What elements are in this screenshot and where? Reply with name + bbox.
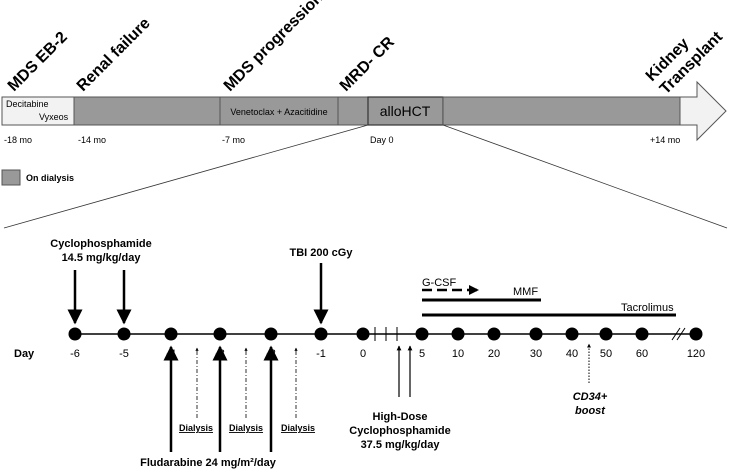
legend: On dialysis xyxy=(1,169,74,186)
day-marker xyxy=(529,327,543,341)
time-label: -18 mo xyxy=(4,135,32,145)
dialysis-segment-2 xyxy=(337,96,369,126)
day-marker xyxy=(356,327,370,341)
axis-break-mark xyxy=(671,327,681,341)
cd34-label: CD34+ xyxy=(573,391,608,403)
venetoclax-segment xyxy=(219,96,339,126)
tbi-label: TBI 200 cGy xyxy=(290,247,354,259)
day-label: 40 xyxy=(566,348,578,360)
day-label: -6 xyxy=(70,348,80,360)
day-label: 60 xyxy=(636,348,648,360)
segment-label-allohct: alloHCT xyxy=(380,103,431,119)
dialysis-segment-3 xyxy=(442,96,681,126)
hd-cy-label: Cyclophosphamide xyxy=(349,425,450,437)
zoom-line-right xyxy=(442,124,728,229)
time-label: -14 mo xyxy=(78,135,106,145)
dialysis-label: Dialysis xyxy=(281,423,315,433)
cyclophosphamide-label: Cyclophosphamide xyxy=(50,238,151,250)
day-axis-label: Day xyxy=(14,348,35,360)
day-label: 10 xyxy=(452,348,464,360)
day-marker xyxy=(451,327,465,341)
time-label: -7 mo xyxy=(222,135,245,145)
axis-break-mark xyxy=(676,327,686,341)
day-label: -5 xyxy=(119,348,129,360)
day-marker xyxy=(635,327,649,341)
zoom-line-left xyxy=(3,124,369,229)
day-marker xyxy=(314,327,328,341)
day-marker xyxy=(264,327,278,341)
day-marker xyxy=(164,327,178,341)
day-marker xyxy=(689,327,703,341)
phase-label-mds-progression: MDS progression xyxy=(221,0,327,95)
day-label: 30 xyxy=(530,348,542,360)
dialysis-label: Dialysis xyxy=(229,423,263,433)
cyclophosphamide-dose: 14.5 mg/kg/day xyxy=(62,252,142,264)
dialysis-segment-1 xyxy=(73,96,221,126)
timeline-arrow-end xyxy=(679,80,727,142)
day-label: -1 xyxy=(316,348,326,360)
day-label: 5 xyxy=(419,348,425,360)
gcsf-label: G-CSF xyxy=(422,277,457,289)
day-label: 0 xyxy=(360,348,366,360)
day-marker xyxy=(487,327,501,341)
hd-cy-label: High-Dose xyxy=(373,411,428,423)
day-marker xyxy=(117,327,131,341)
day-marker xyxy=(68,327,82,341)
segment-label-venetoclax: Venetoclax + Azacitidine xyxy=(230,107,327,117)
phase-label-renal-failure: Renal failure xyxy=(74,15,154,95)
legend-swatch xyxy=(1,169,21,186)
tacrolimus-label: Tacrolimus xyxy=(621,302,674,314)
phase-label-mrd-cr: MRD- CR xyxy=(337,33,398,94)
day-label: 50 xyxy=(600,348,612,360)
day-marker xyxy=(213,327,227,341)
mmf-label: MMF xyxy=(513,286,538,298)
fludarabine-label: Fludarabine 24 mg/m²/day xyxy=(140,457,277,469)
time-label: +14 mo xyxy=(650,135,680,145)
segment-label-decitabine: Decitabine xyxy=(6,99,49,109)
dialysis-label: Dialysis xyxy=(179,423,213,433)
time-label: Day 0 xyxy=(370,135,394,145)
legend-label: On dialysis xyxy=(26,173,74,183)
day-label: 120 xyxy=(687,348,705,360)
treatment-timeline: Decitabine Vyxeos Venetoclax + Azacitidi… xyxy=(1,0,727,145)
day-label: 20 xyxy=(488,348,500,360)
day-marker xyxy=(599,327,613,341)
cd34-label: boost xyxy=(575,405,606,417)
day-marker xyxy=(565,327,579,341)
day-markers xyxy=(68,327,703,341)
hd-cy-dose: 37.5 mg/kg/day xyxy=(361,439,441,451)
phase-label-mds-eb2: MDS EB-2 xyxy=(5,29,71,95)
day-marker xyxy=(415,327,429,341)
first-line-segment xyxy=(1,96,75,126)
segment-label-vyxeos: Vyxeos xyxy=(39,112,69,122)
allohct-segment xyxy=(367,96,444,126)
